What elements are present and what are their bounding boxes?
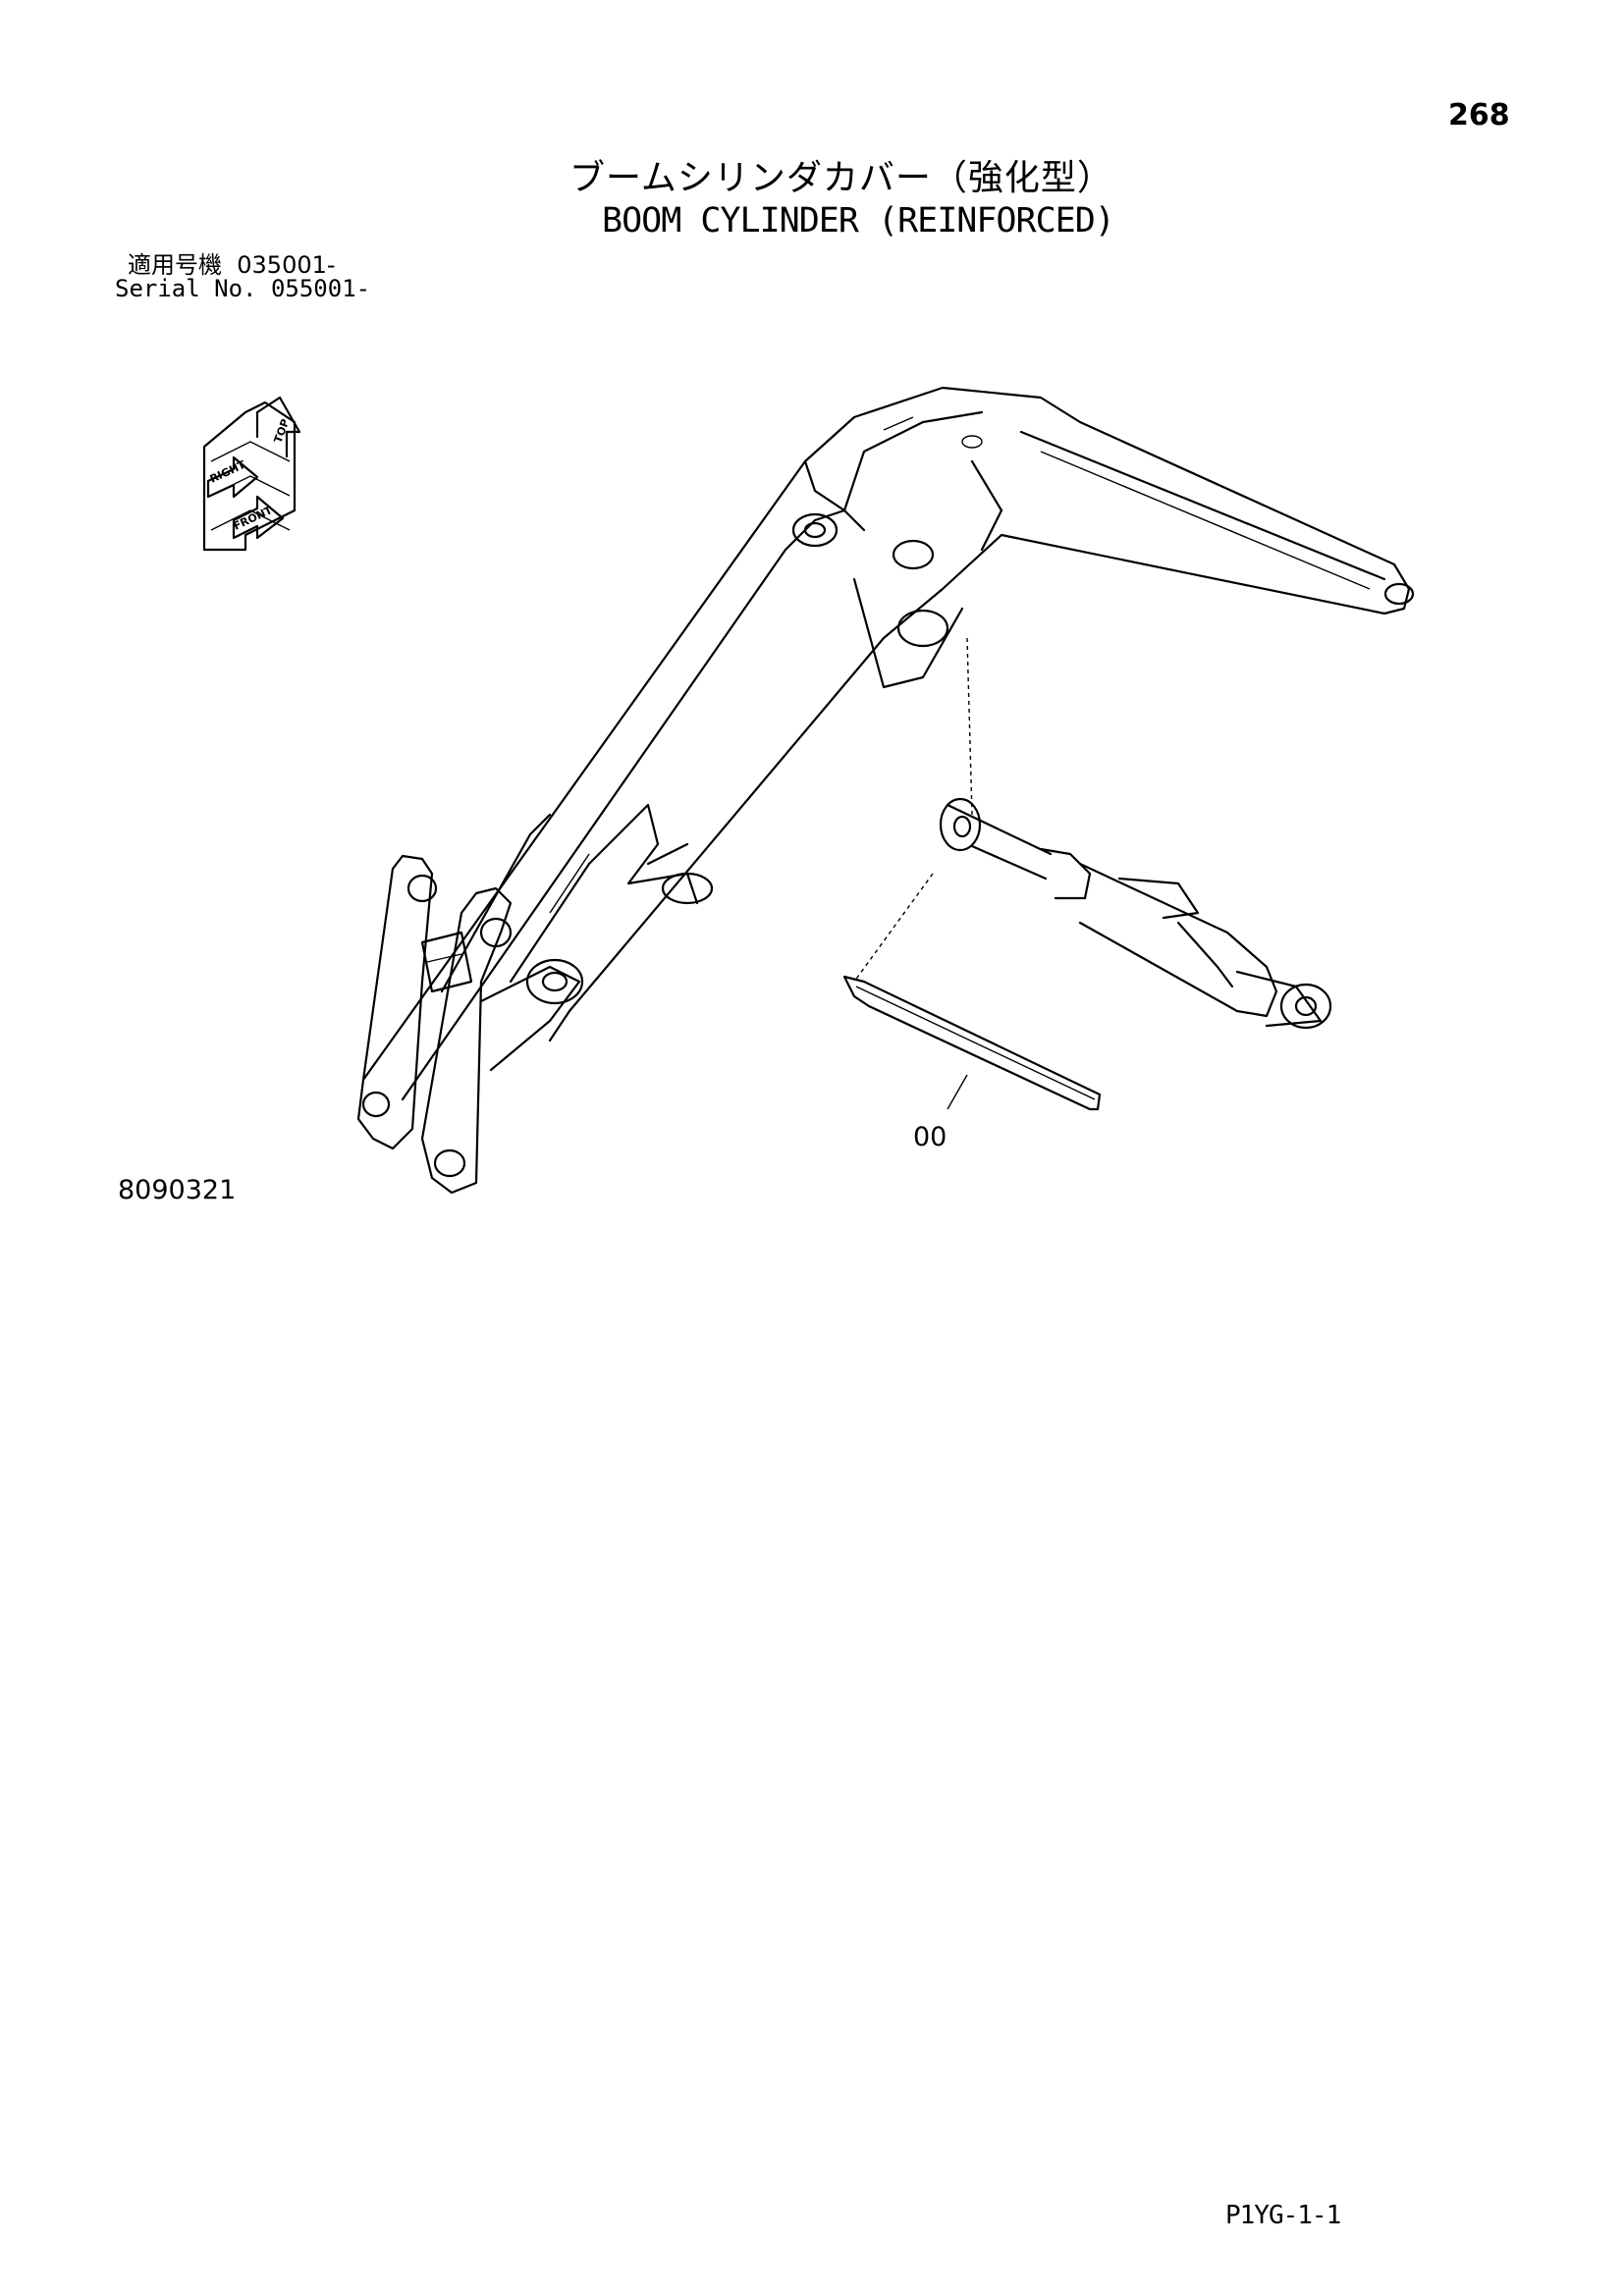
- boom-assembly: [356, 386, 1415, 1195]
- title-english: BOOM CYLINDER (REINFORCED): [602, 201, 1115, 240]
- page-number: 268: [1448, 98, 1510, 133]
- boom-cylinder: [853, 637, 1332, 1030]
- serial-value-en: 055001-: [270, 275, 371, 302]
- serial-row-english: Serial No. 055001-: [115, 275, 370, 302]
- part-callout-label: 00: [913, 1122, 947, 1152]
- cylinder-cover-part: [842, 975, 1102, 1111]
- orientation-cube-icon: TOP RIGHT FRONT: [202, 396, 301, 552]
- orientation-label-right: RIGHT: [208, 458, 248, 486]
- page-code: P1YG-1-1: [1225, 2201, 1341, 2230]
- serial-label-jp: 適用号機: [128, 251, 222, 279]
- serial-value-jp: 035001-: [237, 251, 336, 279]
- title-japanese: ブームシリンダカバー（強化型）: [569, 158, 1113, 198]
- figure-number: 8090321: [118, 1175, 237, 1205]
- serial-row-japanese: 適用号機 035001-: [128, 251, 336, 279]
- serial-label-en: Serial No.: [115, 275, 257, 302]
